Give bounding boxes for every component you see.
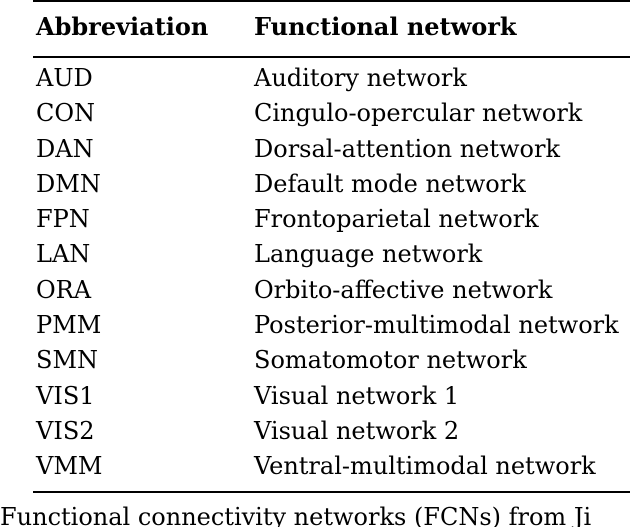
network-name-cell: Ventral-multimodal network [254,452,596,481]
abbreviation-header: Abbreviation [36,12,209,41]
table-caption: Functional connectivity networks (FCNs) … [0,503,592,527]
table-row: CON Cingulo-opercular network [33,96,630,131]
table-header-rule [33,56,630,58]
network-name-cell: Cingulo-opercular network [254,99,583,128]
network-name-cell: Auditory network [254,64,467,92]
abbreviation-cell: VMM [36,452,103,481]
abbreviation-cell: VIS1 [36,381,95,410]
abbreviation-cell: DAN [36,134,94,163]
abbreviation-cell: SMN [36,346,99,375]
abbreviation-cell: PMM [36,311,102,340]
table-row: DAN Dorsal-attention network [33,132,630,167]
table-row: LAN Language network [33,237,630,272]
abbreviation-cell: CON [36,99,96,128]
network-name-cell: Posterior-multimodal network [254,311,619,340]
network-name-cell: Visual network 1 [254,381,460,410]
table-row: SMN Somatomotor network [33,343,630,378]
table-row: ORA Orbito-affective network [33,273,630,308]
table-row: DMN Default mode network [33,167,630,202]
table-body: AUD Auditory network CON Cingulo-opercul… [33,61,630,485]
functional-network-header: Functional network [254,12,517,41]
table-row: VIS2 Visual network 2 [33,414,630,449]
network-name-cell: Default mode network [254,169,526,198]
abbreviation-cell: AUD [36,64,93,92]
network-name-cell: Visual network 2 [254,416,460,445]
network-name-cell: Frontoparietal network [254,205,539,234]
abbreviation-cell: LAN [36,240,91,269]
table-bottom-rule [33,491,630,493]
table-row: AUD Auditory network [33,61,630,96]
table-row: VIS1 Visual network 1 [33,379,630,414]
network-name-cell: Somatomotor network [254,346,527,375]
abbreviation-cell: DMN [36,169,101,198]
table-top-rule [33,0,630,2]
network-name-cell: Orbito-affective network [254,275,553,304]
network-name-cell: Language network [254,240,483,269]
table-row: PMM Posterior-multimodal network [33,308,630,343]
abbreviation-cell: FPN [36,205,90,234]
abbreviation-cell: VIS2 [36,416,95,445]
table-row: VMM Ventral-multimodal network [33,449,630,484]
abbreviation-cell: ORA [36,275,92,304]
network-name-cell: Dorsal-attention network [254,134,560,163]
table-row: FPN Frontoparietal network [33,202,630,237]
